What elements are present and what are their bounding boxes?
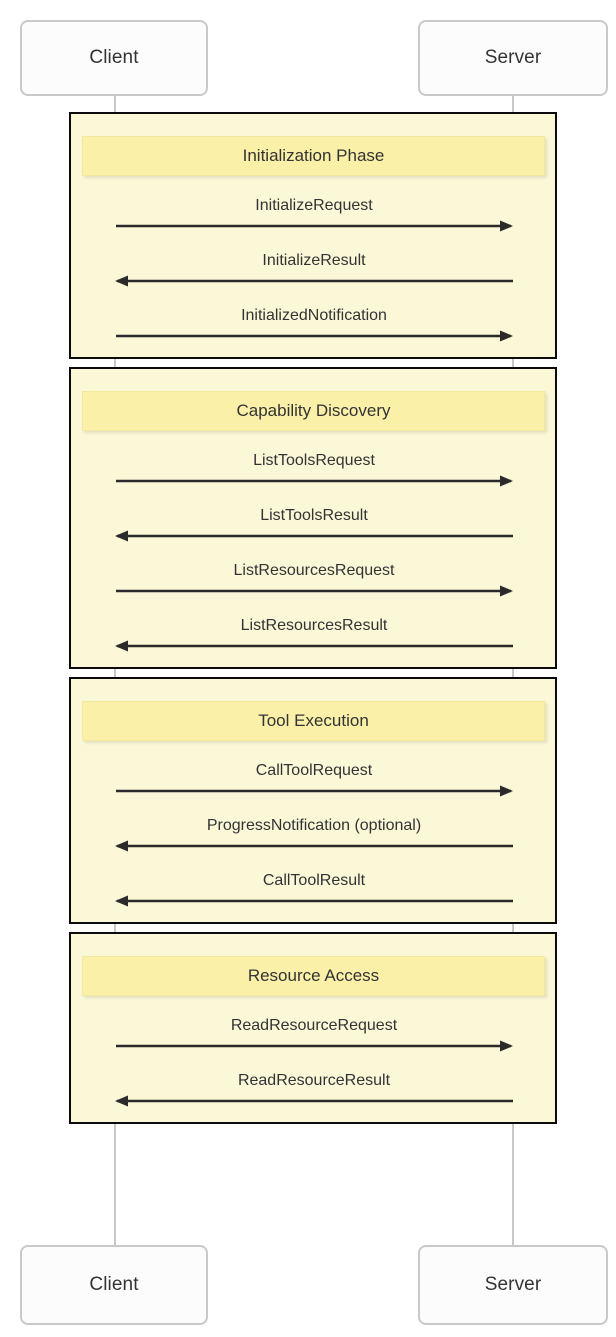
- message-label: InitializeResult: [262, 252, 366, 269]
- participant-label-client-bottom: Client: [89, 1274, 139, 1295]
- group-label-text: Tool Execution: [258, 711, 369, 730]
- message-label: InitializeRequest: [255, 197, 373, 214]
- participant-box-server-top[interactable]: Server: [418, 20, 608, 96]
- message-label: ListToolsRequest: [253, 452, 375, 469]
- message-label: InitializedNotification: [241, 307, 387, 324]
- message-label: ReadResourceResult: [237, 1072, 391, 1089]
- group-label-text: Initialization Phase: [242, 146, 385, 165]
- message-label: ListToolsResult: [260, 507, 368, 524]
- group-label[interactable]: Resource Access: [82, 956, 545, 996]
- message-label: CallToolResult: [262, 872, 366, 889]
- lifeline-client: [114, 96, 116, 1246]
- participant-box-client-top[interactable]: Client: [20, 20, 208, 96]
- message-label: ReadResourceRequest: [230, 1017, 398, 1034]
- group-label[interactable]: Capability Discovery: [82, 391, 545, 431]
- group-label[interactable]: Initialization Phase: [82, 136, 545, 176]
- participant-label-server-top: Server: [484, 47, 542, 68]
- message-label: ListResourcesResult: [240, 617, 388, 634]
- message-label: CallToolRequest: [255, 762, 373, 779]
- participant-label-client-top: Client: [89, 47, 139, 68]
- participant-box-server-bottom[interactable]: Server: [418, 1245, 608, 1325]
- group-label-text: Capability Discovery: [236, 401, 391, 420]
- participant-box-client-bottom[interactable]: Client: [20, 1245, 208, 1325]
- group-label[interactable]: Tool Execution: [82, 701, 545, 741]
- message-label: ProgressNotification (optional): [206, 817, 422, 834]
- lifeline-server: [512, 96, 514, 1246]
- group-label-text: Resource Access: [247, 966, 380, 985]
- participant-label-server-bottom: Server: [484, 1274, 542, 1295]
- message-label: ListResourcesRequest: [233, 562, 395, 579]
